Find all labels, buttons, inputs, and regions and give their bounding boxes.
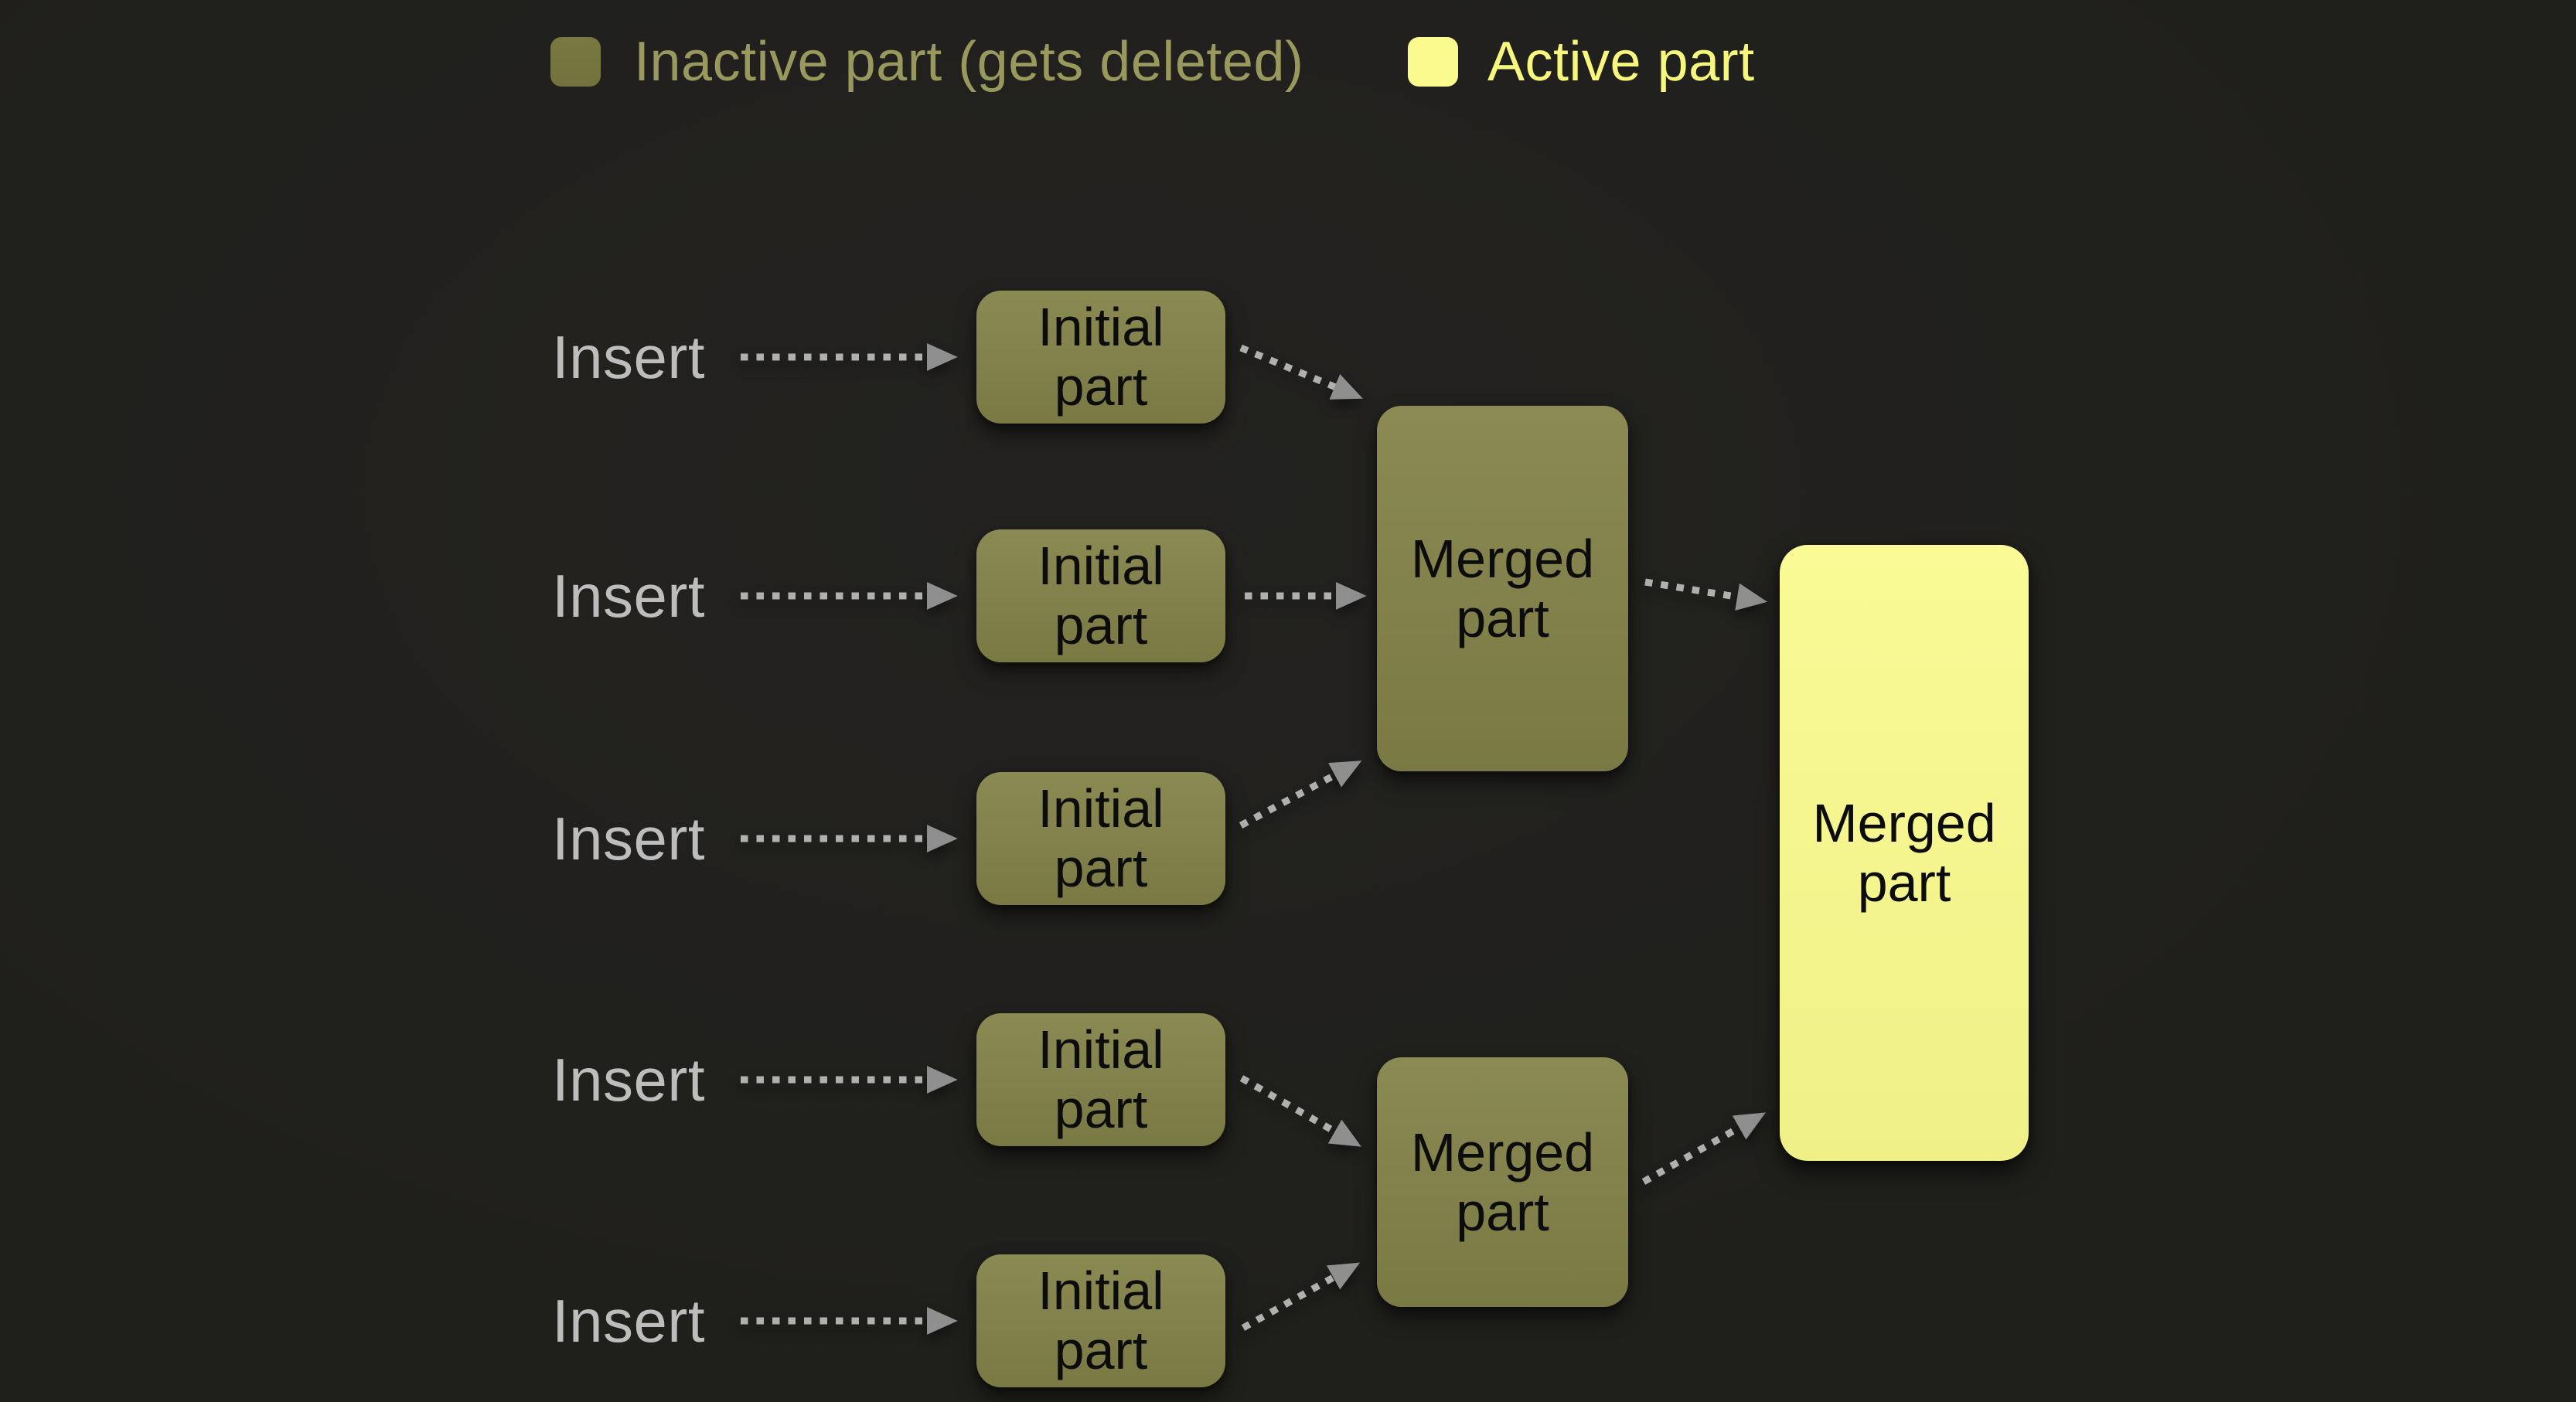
arrow-initial4-to-merged2: [1239, 1075, 1361, 1147]
merged-part-label-1: Merged part: [1410, 528, 1595, 648]
insert-label-row4: Insert: [552, 1045, 706, 1114]
legend-swatch-active: [1408, 37, 1458, 87]
initial-part-node-2: Initial part: [976, 529, 1225, 662]
insert-label-row2: Insert: [552, 561, 706, 630]
active-merged-part-label: Merged part: [1812, 792, 1996, 913]
initial-part-label-5: Initial part: [1038, 1261, 1164, 1380]
legend-label-active: Active part: [1487, 31, 1755, 93]
merged-part-label-2: Merged part: [1410, 1121, 1595, 1242]
merged-part-node-2: Merged part: [1377, 1057, 1628, 1307]
active-merged-part-node: Merged part: [1780, 545, 2029, 1161]
initial-part-label-4: Initial part: [1038, 1019, 1164, 1139]
insert-label-row5: Insert: [552, 1286, 706, 1355]
legend-label-inactive: Inactive part (gets deleted): [634, 31, 1304, 93]
initial-part-label-3: Initial part: [1038, 778, 1164, 898]
arrow-merged2-to-active: [1641, 1112, 1767, 1185]
initial-part-label-2: Initial part: [1038, 536, 1164, 655]
insert-label-row1: Insert: [552, 322, 706, 391]
initial-part-label-1: Initial part: [1038, 297, 1164, 417]
insert-label-row3: Insert: [552, 804, 706, 873]
initial-part-node-3: Initial part: [976, 772, 1225, 905]
initial-part-node-1: Initial part: [976, 291, 1225, 424]
arrow-merged1-to-active: [1644, 578, 1768, 611]
arrow-initial3-to-merged1: [1239, 761, 1362, 829]
legend-swatch-inactive: [550, 37, 601, 87]
initial-part-node-4: Initial part: [976, 1013, 1225, 1146]
arrow-initial5-to-merged2: [1241, 1262, 1361, 1331]
initial-part-node-5: Initial part: [976, 1254, 1225, 1387]
arrow-initial1-to-merged1: [1239, 344, 1363, 400]
merged-part-node-1: Merged part: [1377, 406, 1628, 771]
